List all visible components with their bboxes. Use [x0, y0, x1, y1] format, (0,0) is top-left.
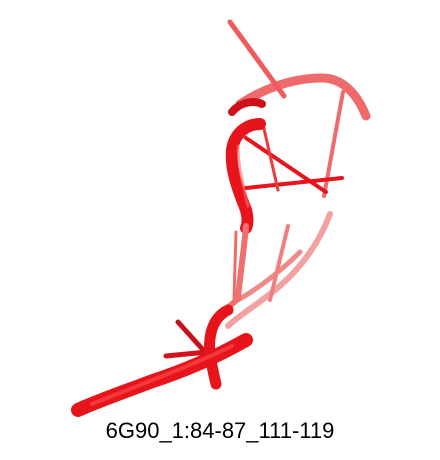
- front-strand-top-ridge: [228, 98, 266, 116]
- back-strand-upper-loop: [235, 73, 371, 121]
- strand-highlights: [90, 144, 250, 406]
- structure-id-caption: 6G90_1:84-87_111-119: [105, 418, 335, 443]
- base-stick: [227, 19, 287, 99]
- base-stick: [268, 224, 290, 302]
- base-stick: [260, 118, 280, 192]
- base-stick: [244, 176, 344, 190]
- highlight: [90, 344, 234, 406]
- back-strand-mid: [235, 249, 303, 303]
- front-strand-upper-hook: [225, 118, 266, 234]
- highlight: [236, 144, 250, 208]
- base-stick: [232, 230, 238, 302]
- back-strand: [225, 73, 371, 329]
- front-strand-spine: [217, 223, 249, 317]
- base-sticks: [163, 19, 345, 365]
- back-strand-right-descent: [225, 211, 333, 329]
